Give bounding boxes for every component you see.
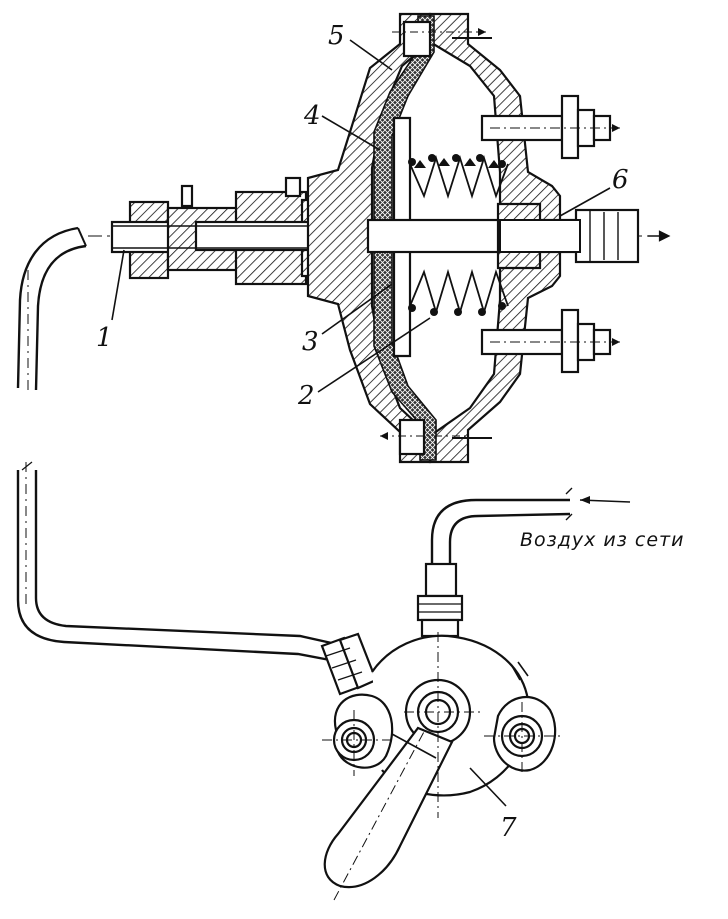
clamp-bolt-top	[392, 20, 486, 58]
clamp-bolt-bottom	[380, 418, 470, 456]
return-spring	[408, 154, 509, 316]
valve-ear-right	[492, 695, 557, 772]
supply-fitting	[416, 562, 464, 638]
valve-ear-left	[332, 693, 394, 769]
brake-valve-assembly	[16, 461, 631, 901]
callout-leader-7	[469, 767, 507, 807]
diaphragm	[373, 15, 437, 461]
label-3: 3	[302, 327, 319, 357]
label-6: 6	[612, 165, 629, 195]
mounting-bolt-upper	[480, 94, 620, 160]
inlet-pipe	[16, 226, 87, 395]
mounting-bolt-lower	[480, 308, 620, 374]
pipe-union-nut	[320, 632, 378, 696]
brake-chamber-section	[16, 12, 671, 464]
callout-leaders	[111, 39, 611, 393]
push-rod	[366, 202, 671, 270]
valve-handle	[323, 726, 454, 889]
air-supply-caption: Воздух из сети	[520, 529, 684, 551]
label-2: 2	[297, 381, 315, 411]
label-1: 1	[96, 323, 113, 353]
supply-pipe	[430, 487, 631, 566]
label-5: 5	[328, 21, 345, 51]
connecting-pipe	[16, 461, 337, 662]
label-7: 7	[500, 813, 517, 843]
valve-center-lines	[322, 632, 564, 901]
label-4: 4	[303, 101, 321, 131]
